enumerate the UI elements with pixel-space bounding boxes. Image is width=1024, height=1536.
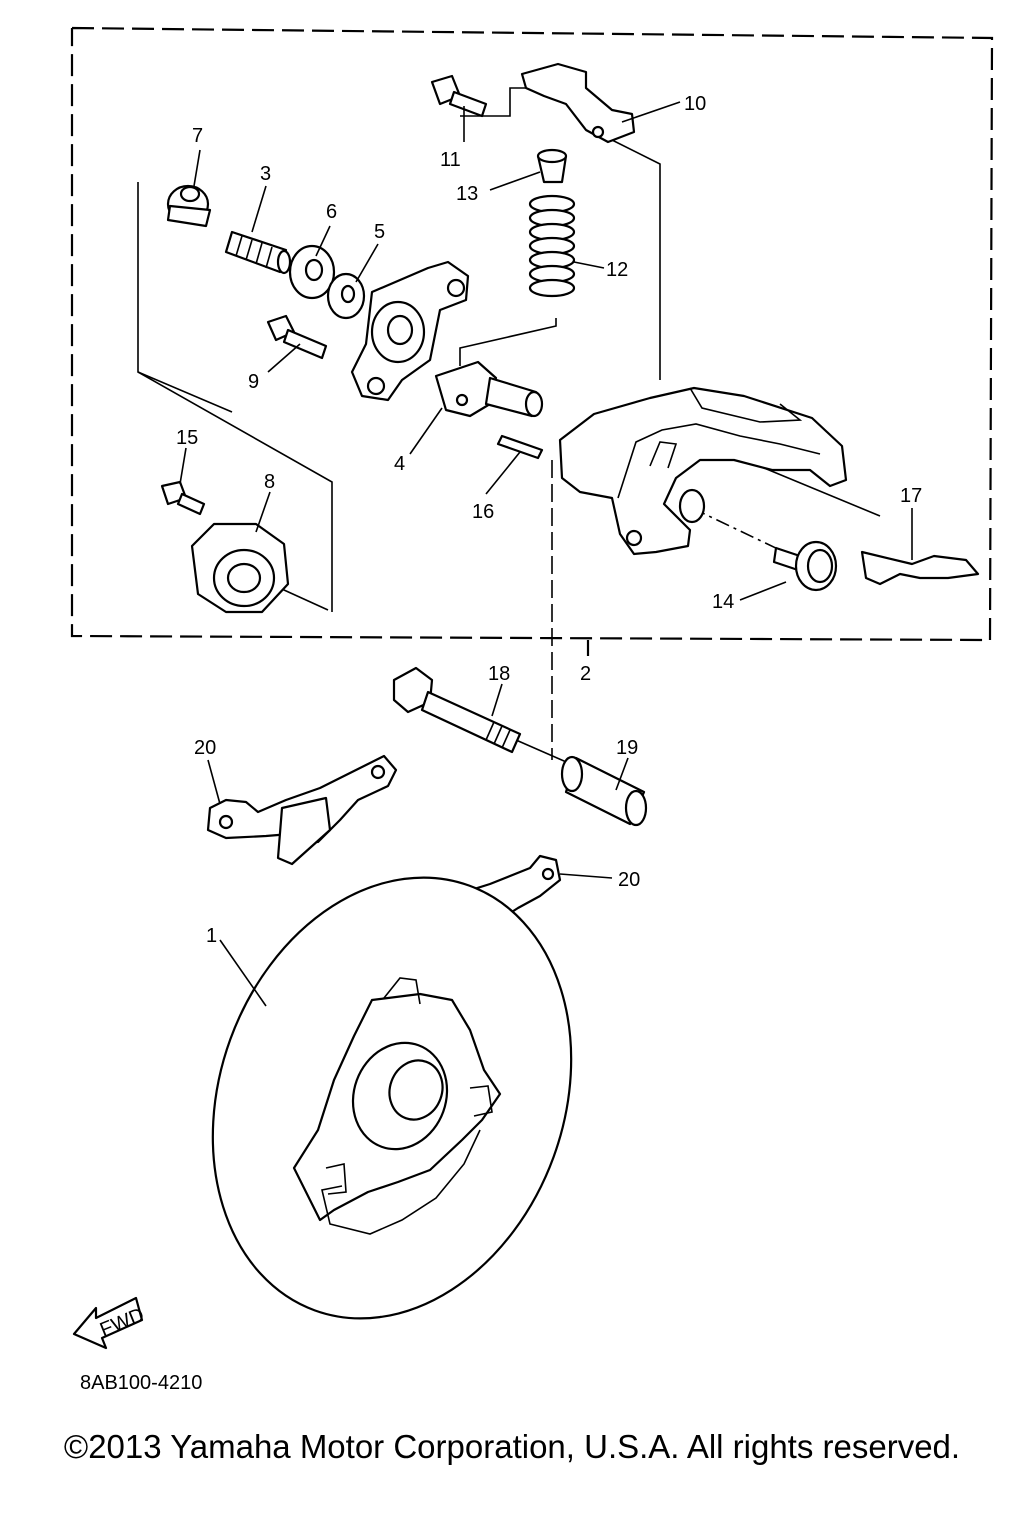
callout-13: 13 — [456, 183, 478, 205]
part-7-pin — [166, 184, 212, 228]
caliper-body — [558, 386, 848, 556]
callout-19: 19 — [616, 737, 638, 759]
part-10-cable-bracket — [520, 62, 636, 144]
part-17-spring-plate — [860, 550, 980, 586]
callout-numbers: 7 3 6 5 9 11 13 10 12 4 16 15 8 17 14 2 … — [176, 93, 922, 947]
callout-leaders — [179, 101, 913, 1007]
callout-17: 17 — [900, 485, 922, 507]
part-20-brake-pad-upper — [206, 754, 398, 866]
callout-15: 15 — [176, 427, 198, 449]
diagram-code: 8AB100-4210 — [80, 1372, 203, 1394]
callout-11: 11 — [440, 149, 461, 171]
callout-3: 3 — [260, 163, 271, 185]
callout-2: 2 — [580, 663, 591, 685]
part-12-spring — [528, 194, 576, 298]
callout-8: 8 — [264, 471, 275, 493]
callout-5: 5 — [374, 221, 385, 243]
part-14-piston-pin — [772, 540, 838, 592]
part-3-adjust-screw — [224, 230, 292, 275]
part-6-lock-washer — [288, 244, 336, 300]
callout-12: 12 — [606, 259, 628, 281]
callout-10: 10 — [684, 93, 706, 115]
callout-7: 7 — [192, 125, 203, 147]
callout-4: 4 — [394, 453, 405, 475]
caliper-housing-bracket — [350, 260, 470, 402]
part-18-long-bolt — [392, 666, 522, 754]
callout-18: 18 — [488, 663, 510, 685]
part-13-collar — [536, 148, 568, 184]
part-16-pin — [496, 434, 544, 460]
part-8-cover-cap — [190, 522, 290, 614]
part-11-bolt — [430, 74, 488, 118]
part-5-washer — [326, 272, 366, 320]
part-9-bolt — [266, 314, 328, 360]
copyright-notice: ©2013 Yamaha Motor Corporation, U.S.A. A… — [63, 1428, 961, 1465]
fwd-arrow-icon: FWD — [72, 1296, 147, 1350]
callout-16: 16 — [472, 501, 494, 523]
callout-20-upper: 20 — [194, 737, 216, 759]
part-1-brake-disc — [211, 876, 573, 1320]
callout-14: 14 — [712, 591, 734, 613]
caliper-assembly-boundary — [70, 26, 994, 656]
part-15-bolt — [160, 480, 206, 516]
callout-9: 9 — [248, 371, 259, 393]
part-19-sleeve — [560, 755, 648, 827]
callout-6: 6 — [326, 201, 337, 223]
part-4-cam-lever — [434, 360, 544, 418]
callout-1: 1 — [206, 925, 217, 947]
callout-20-lower: 20 — [618, 869, 640, 891]
